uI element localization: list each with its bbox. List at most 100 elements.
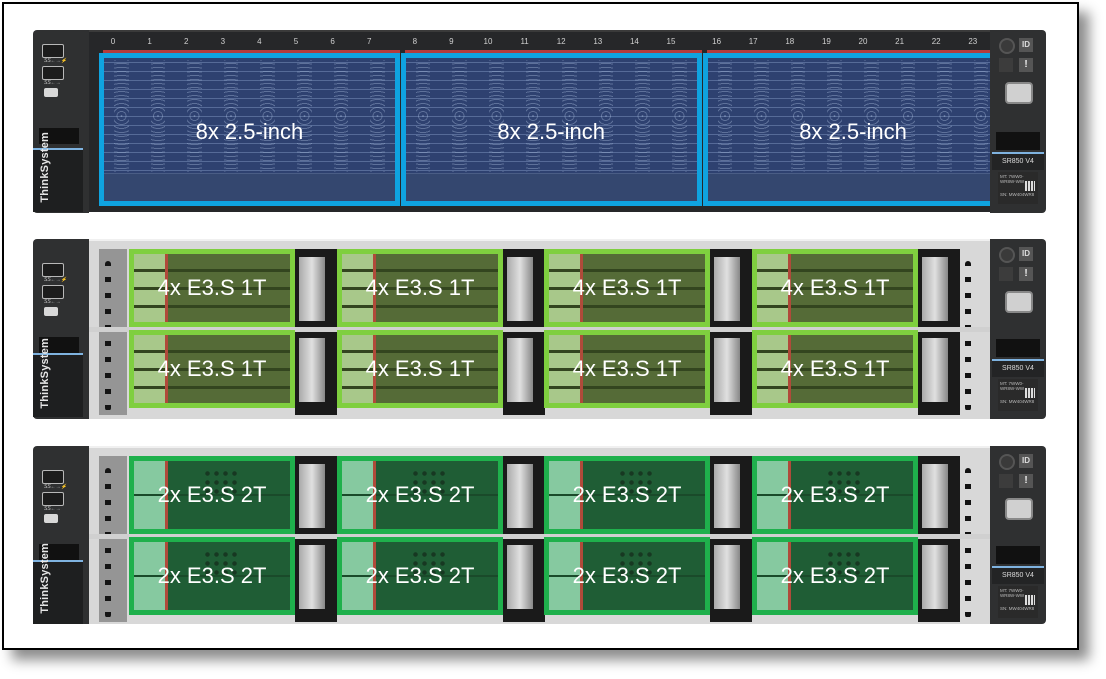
e3s-drive-group[interactable]: 4x E3.S 1T [544,330,710,408]
drive-2-5-inch[interactable] [212,54,251,204]
drive-release-latch[interactable] [404,173,442,204]
drive-release-latch[interactable] [587,173,625,204]
drive-2-5-inch[interactable] [551,54,589,204]
drive-release-latch[interactable] [212,173,250,204]
e3s-drive-group[interactable]: 2x E3.S 2T [544,456,710,534]
id-button[interactable]: ID [1019,38,1033,52]
usb-label: SS←→ [44,506,61,512]
drive-2-5-inch[interactable] [249,54,287,204]
drive-release-latch[interactable] [624,173,661,204]
drive-cage-latch[interactable] [922,545,948,609]
drive-release-latch[interactable] [514,173,552,204]
drive-release-latch[interactable] [322,173,360,204]
bay-number: 21 [895,37,905,46]
drive-2-5-inch[interactable] [889,54,928,204]
drive-2-5-inch[interactable] [322,54,361,204]
drive-cage-latch[interactable] [714,338,740,402]
drive-cage-latch[interactable] [299,464,325,528]
drive-2-5-inch[interactable] [660,54,699,204]
drive-release-latch[interactable] [660,173,698,204]
e3s-drive-group[interactable]: 4x E3.S 1T [752,330,918,408]
drive-release-latch[interactable] [551,173,588,204]
e3s-drive-group[interactable]: 2x E3.S 2T [129,456,295,534]
id-button[interactable]: ID [1019,247,1033,261]
drive-2-5-inch[interactable] [816,54,854,204]
drive-release-latch[interactable] [286,173,323,204]
drive-2-5-inch[interactable] [514,54,553,204]
drive-release-latch[interactable] [249,173,286,204]
drive-status-strip [788,335,792,403]
drive-2-5-inch[interactable] [404,54,443,204]
drive-release-latch[interactable] [103,173,140,204]
drive-release-latch[interactable] [441,173,478,204]
drive-2-5-inch[interactable] [706,54,745,204]
drive-2-5-inch[interactable] [477,54,516,204]
pull-tab-slot [39,544,79,560]
drive-group-label: 2x E3.S 2T [572,563,682,588]
drive-2-5-inch[interactable] [852,54,891,204]
e3s-drive-group[interactable]: 4x E3.S 1T [129,330,295,408]
drive-group-label: 4x E3.S 1T [365,275,475,300]
drive-release-latch[interactable] [852,173,890,204]
qr-code-icon [1025,388,1035,398]
drive-vent-pattern [671,60,687,172]
id-button[interactable]: ID [1019,454,1033,468]
drive-cage-latch[interactable] [922,338,948,402]
drive-2-5-inch[interactable] [779,54,818,204]
drive-vent-pattern [452,60,467,172]
drive-release-latch[interactable] [779,173,817,204]
drive-cage-latch[interactable] [507,338,533,402]
e3s-drive-group[interactable]: 2x E3.S 2T [337,537,503,615]
drive-release-latch[interactable] [889,173,927,204]
drive-cage-latch[interactable] [714,257,740,321]
e3s-drive-group[interactable]: 4x E3.S 1T [752,249,918,327]
drive-group-label: 2x E3.S 2T [780,563,890,588]
drive-group-label: 8x 2.5-inch [195,119,304,144]
drive-cage-latch[interactable] [507,464,533,528]
drive-2-5-inch[interactable] [359,54,397,204]
e3s-drive-group[interactable]: 4x E3.S 1T [129,249,295,327]
power-button-icon[interactable] [999,38,1015,54]
drive-2-5-inch[interactable] [441,54,479,204]
drive-release-latch[interactable] [743,173,780,204]
drive-release-latch[interactable] [359,173,396,204]
usb-port-icon [42,285,64,299]
drive-release-latch[interactable] [706,173,744,204]
drive-cage-latch[interactable] [507,257,533,321]
e3s-drive-group[interactable]: 4x E3.S 1T [337,249,503,327]
row-divider [89,327,990,332]
e3s-drive-group[interactable]: 2x E3.S 2T [129,537,295,615]
e3s-drive-group[interactable]: 2x E3.S 2T [337,456,503,534]
drive-cage-latch[interactable] [922,464,948,528]
e3s-drive-group[interactable]: 4x E3.S 1T [337,330,503,408]
e3s-drive-group[interactable]: 4x E3.S 1T [544,249,710,327]
drive-release-latch[interactable] [816,173,853,204]
drive-release-latch[interactable] [176,173,213,204]
drive-2-5-inch[interactable] [176,54,214,204]
power-button-icon[interactable] [999,454,1015,470]
drive-cage-latch[interactable] [714,464,740,528]
power-button-icon[interactable] [999,247,1015,263]
e3s-drive-group[interactable]: 2x E3.S 2T [544,537,710,615]
drive-2-5-inch[interactable] [286,54,324,204]
drive-release-latch[interactable] [926,173,963,204]
drive-release-latch[interactable] [477,173,515,204]
e3s-drive-group[interactable]: 2x E3.S 2T [752,537,918,615]
drive-vent-pattern [937,60,952,172]
bay-status-strip [103,50,400,54]
drive-release-latch[interactable] [139,173,177,204]
row-divider [89,534,990,539]
drive-cage-latch[interactable] [299,338,325,402]
drive-cage-latch[interactable] [299,257,325,321]
drive-cage-latch[interactable] [507,545,533,609]
drive-2-5-inch[interactable] [103,54,141,204]
bay-number: 7 [366,37,372,46]
drive-vent-pattern [525,60,541,172]
drive-cage-latch[interactable] [299,545,325,609]
drive-cage-latch[interactable] [922,257,948,321]
e3s-drive-group[interactable]: 2x E3.S 2T [752,456,918,534]
drive-2-5-inch[interactable] [743,54,781,204]
drive-cage-latch[interactable] [714,545,740,609]
